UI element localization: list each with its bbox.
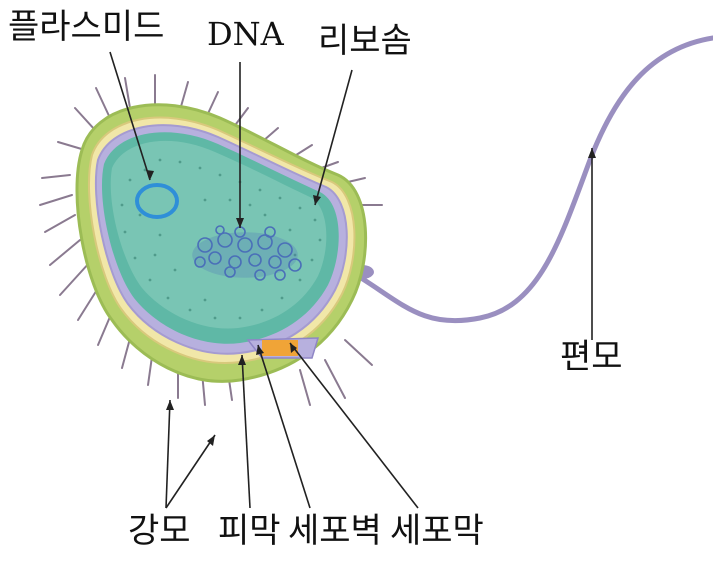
flagellum-shape [348, 38, 713, 321]
label-flagellum: 편모 [560, 340, 623, 374]
label-dna: DNA [207, 18, 284, 50]
label-cell-wall: 세포벽 [288, 514, 382, 548]
label-pili: 강모 [128, 514, 191, 548]
label-plasmid: 플라스미드 [8, 10, 164, 44]
label-capsule: 피막 [218, 514, 281, 548]
label-ribosome: 리보솜 [318, 24, 412, 58]
label-cell-membrane: 세포막 [390, 514, 484, 548]
